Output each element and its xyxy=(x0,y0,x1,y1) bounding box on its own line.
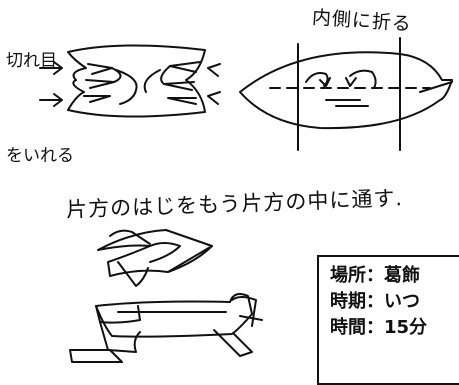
cut-label: 切れ目 xyxy=(6,51,57,71)
info-location: 場所：葛飾 xyxy=(330,265,420,286)
cut-strip-drawing xyxy=(39,44,221,118)
origami-illustration xyxy=(39,37,453,363)
cut-label-continued: をいれる xyxy=(6,146,74,166)
info-duration: 時間：15分 xyxy=(330,317,428,338)
thread-step-drawing-1 xyxy=(97,229,213,287)
fold-leaf-drawing xyxy=(239,37,453,151)
thread-step-drawing-2 xyxy=(69,293,263,363)
info-box: 場所：葛飾 時期：いつ 時間：15分 xyxy=(317,255,459,385)
info-season: 時期：いつ xyxy=(330,291,420,312)
